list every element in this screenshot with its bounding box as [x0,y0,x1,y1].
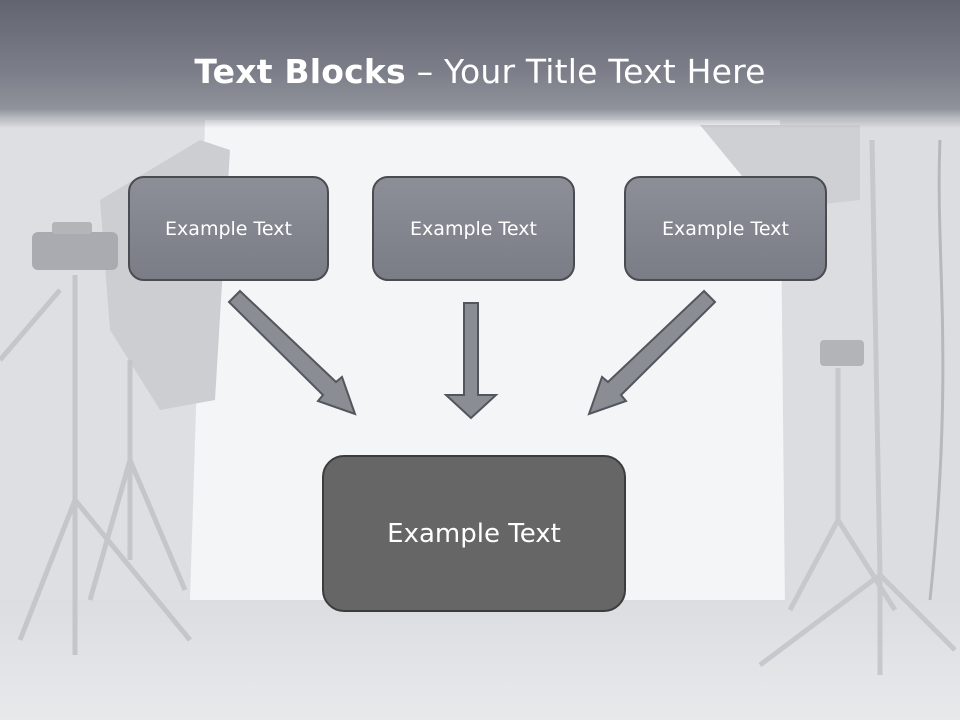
title-separator: – [405,52,444,91]
text-block-label: Example Text [662,217,789,240]
main-text-block-label: Example Text [387,518,561,549]
text-block-left[interactable]: Example Text [128,176,329,281]
title-bar [0,0,960,128]
arrow-down-right-icon [227,289,357,416]
slide-title: Text Blocks – Your Title Text Here [0,52,960,91]
text-block-label: Example Text [410,217,537,240]
text-block-center[interactable]: Example Text [372,176,575,281]
arrow-down-icon [443,302,499,420]
title-rest: Your Title Text Here [443,52,766,91]
main-text-block[interactable]: Example Text [322,455,626,612]
arrow-down-left-icon [587,289,717,416]
title-bold: Text Blocks [194,52,406,91]
text-block-label: Example Text [165,217,292,240]
text-block-right[interactable]: Example Text [624,176,827,281]
